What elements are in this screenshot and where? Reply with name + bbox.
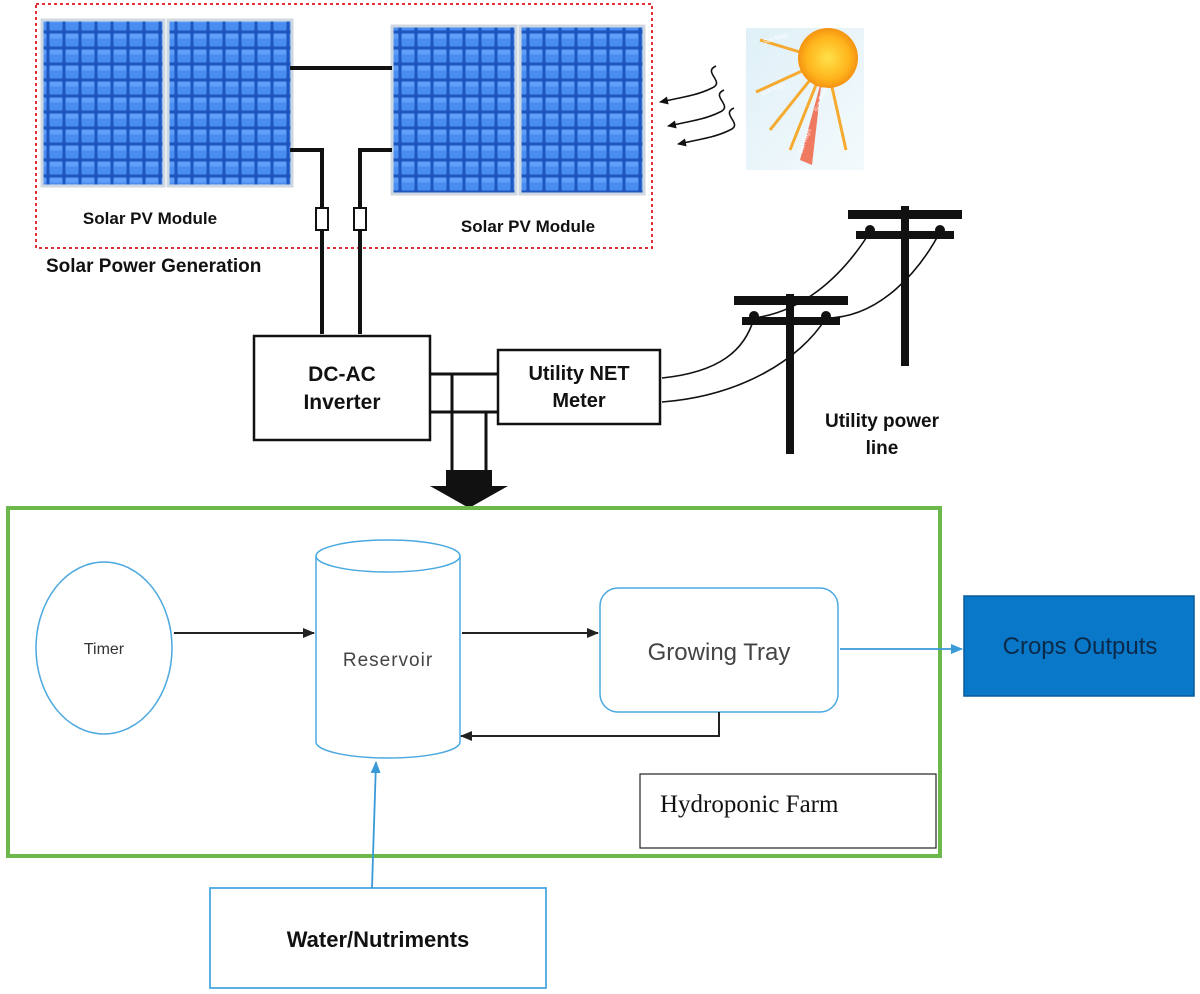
reservoir-node bbox=[315, 539, 461, 759]
utility-power-line-label-1: Utility power bbox=[825, 411, 940, 432]
power-down-arrow bbox=[430, 470, 508, 508]
inverter-label-1: DC-AC bbox=[308, 363, 376, 386]
solar-section-frame bbox=[35, 3, 653, 249]
growing-tray-label: Growing Tray bbox=[648, 639, 791, 666]
hydroponic-farm-label-box bbox=[639, 773, 937, 849]
net-meter-label-2: Meter bbox=[552, 390, 606, 412]
fuse-1 bbox=[315, 207, 329, 231]
timer-node bbox=[35, 561, 173, 735]
ac-bus-wiring bbox=[430, 372, 498, 470]
dc-wiring bbox=[290, 66, 392, 334]
utility-power-line-label-2: line bbox=[866, 438, 899, 459]
utility-power-wires bbox=[661, 231, 941, 403]
solar-section-title: Solar Power Generation bbox=[46, 256, 261, 277]
net-meter-box bbox=[496, 348, 662, 426]
solar-panel-right-2 bbox=[518, 24, 646, 196]
hydroponic-farm-label: Hydroponic Farm bbox=[660, 791, 839, 818]
hydroponic-farm-frame bbox=[6, 506, 942, 858]
solar-panel-left-1 bbox=[40, 18, 166, 188]
net-meter-label-1: Utility NET bbox=[528, 363, 629, 385]
farm-flow-arrows bbox=[174, 628, 720, 741]
inverter-box bbox=[252, 334, 432, 442]
radiation-arrows bbox=[659, 65, 736, 147]
water-nutriments-node bbox=[209, 887, 547, 989]
water-nutriments-label: Water/Nutriments bbox=[287, 927, 470, 952]
inverter-label-2: Inverter bbox=[303, 391, 380, 414]
utility-pole-right bbox=[848, 206, 962, 366]
crops-outputs-label: Crops Outputs bbox=[1003, 633, 1158, 660]
sun-image: Sun Rays Sun Rays Sun Rays Sun Rays bbox=[746, 28, 864, 170]
solar-module-left-label: Solar PV Module bbox=[83, 209, 217, 228]
reservoir-label: Reservoir bbox=[343, 650, 433, 671]
solar-panel-right-1 bbox=[390, 24, 518, 196]
solar-module-right-label: Solar PV Module bbox=[461, 217, 595, 236]
timer-label: Timer bbox=[84, 641, 125, 658]
fuse-2 bbox=[353, 207, 367, 231]
crops-outputs-node bbox=[963, 595, 1195, 697]
solar-panel-left-2 bbox=[166, 18, 294, 188]
water-input-arrow bbox=[370, 761, 381, 889]
